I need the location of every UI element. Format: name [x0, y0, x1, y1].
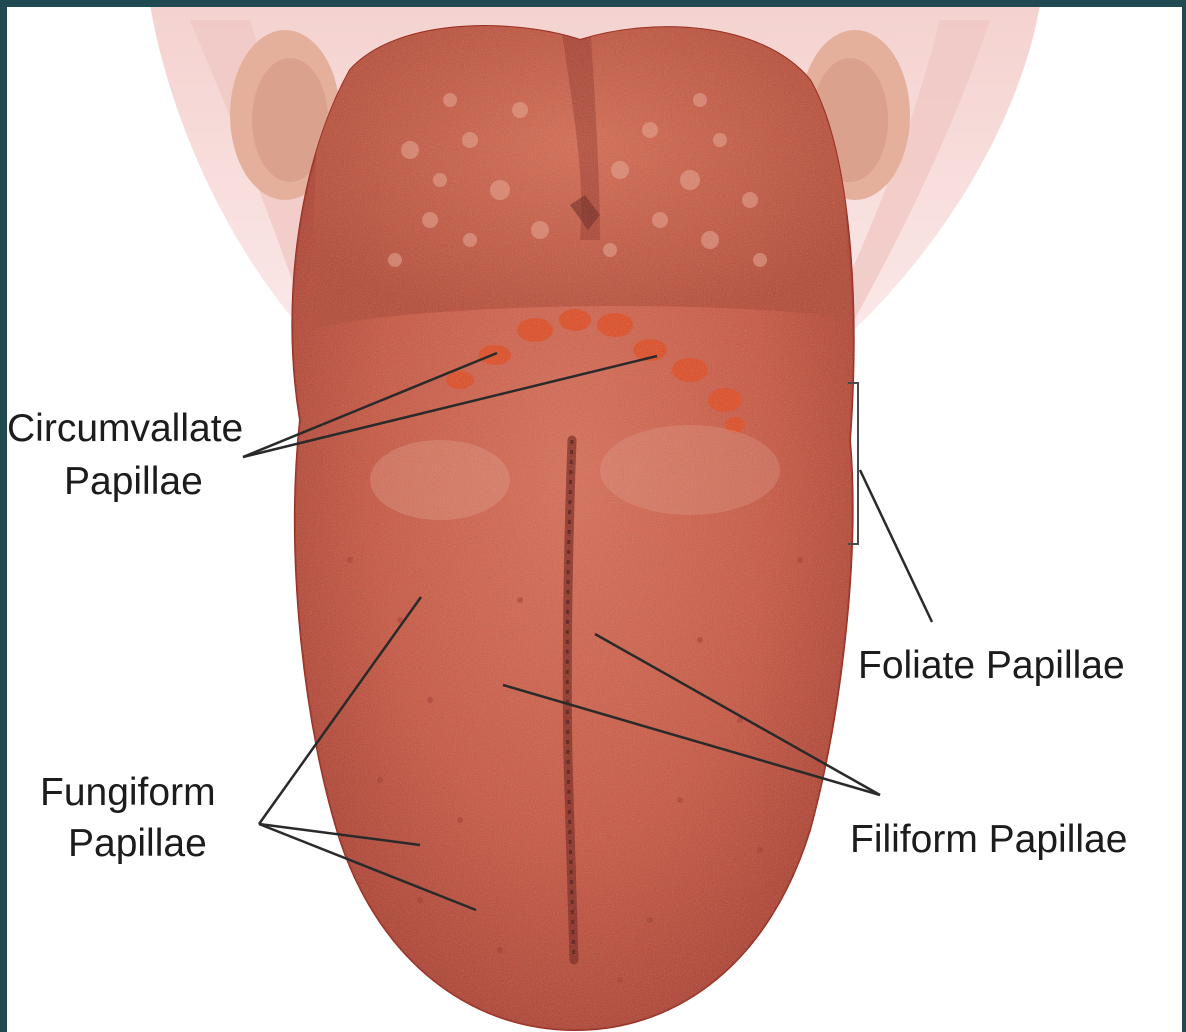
foliate-leader [860, 470, 932, 622]
foliate-label: Foliate Papillae [858, 644, 1125, 687]
diagram-frame: Circumvallate Papillae Foliate Papillae … [7, 7, 1182, 1032]
tongue [250, 7, 900, 1032]
fungiform-label-line2: Papillae [68, 822, 207, 865]
tongue-diagram: Circumvallate Papillae Foliate Papillae … [7, 7, 1182, 1032]
circumvallate-label-line2: Papillae [64, 460, 203, 503]
fungiform-label-line1: Fungiform [40, 771, 216, 814]
filiform-label: Filiform Papillae [850, 818, 1127, 861]
circumvallate-label-line1: Circumvallate [7, 407, 243, 450]
